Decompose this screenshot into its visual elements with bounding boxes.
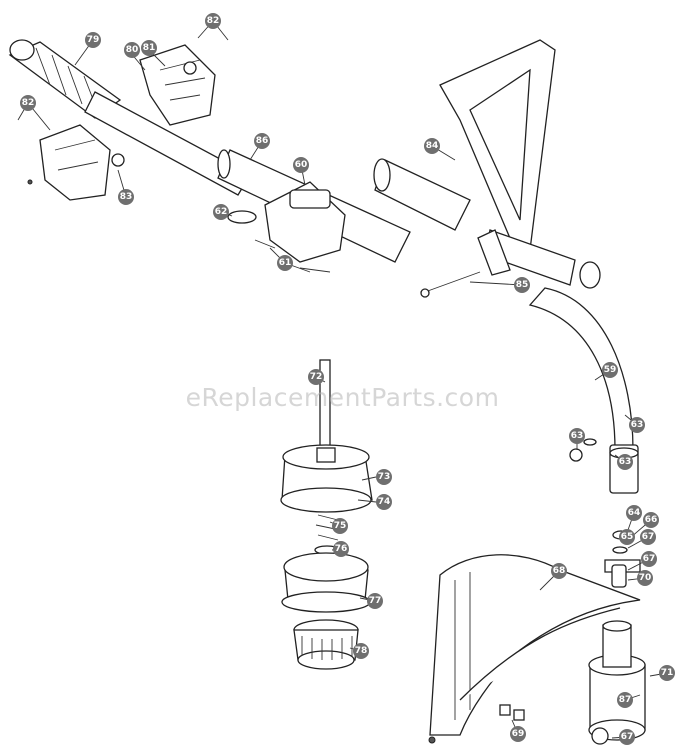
throttle-housing — [139, 44, 216, 126]
svg-text:66: 66 — [645, 515, 658, 525]
callouts: 79 80 81 82 82 83 86 60 62 61 84 85 59 6… — [20, 13, 675, 745]
svg-text:61: 61 — [279, 258, 292, 268]
svg-text:63: 63 — [631, 420, 644, 430]
callout-78: 78 — [353, 643, 369, 659]
callout-87-right: 87 — [617, 692, 633, 708]
svg-text:69: 69 — [512, 729, 525, 739]
svg-text:78: 78 — [355, 646, 368, 656]
svg-text:85: 85 — [516, 280, 529, 290]
callout-67-lower: 67 — [641, 551, 657, 567]
svg-text:65: 65 — [621, 532, 634, 542]
callout-69: 69 — [510, 726, 526, 742]
svg-text:74: 74 — [378, 497, 391, 507]
svg-text:79: 79 — [87, 35, 100, 45]
callout-63-lower: 63 — [617, 454, 633, 470]
callout-66: 66 — [643, 512, 659, 528]
svg-text:86: 86 — [256, 136, 269, 146]
callout-60: 60 — [293, 157, 309, 173]
svg-text:70: 70 — [639, 573, 652, 583]
debris-guard — [429, 554, 641, 736]
svg-text:82: 82 — [207, 16, 220, 26]
callout-76: 76 — [333, 541, 349, 557]
callout-67-bottom: 67 — [619, 729, 635, 745]
svg-text:67: 67 — [642, 532, 655, 542]
callout-85: 85 — [514, 277, 530, 293]
callout-72: 72 — [308, 369, 324, 385]
switch-housing — [27, 124, 125, 201]
svg-text:77: 77 — [369, 596, 382, 606]
svg-text:82: 82 — [22, 98, 35, 108]
callout-70: 70 — [637, 570, 653, 586]
callout-82-top: 82 — [205, 13, 221, 29]
callout-64: 64 — [626, 505, 642, 521]
callout-71: 71 — [659, 665, 675, 681]
callout-59: 59 — [602, 362, 618, 378]
svg-text:73: 73 — [378, 472, 391, 482]
callout-77: 77 — [367, 593, 383, 609]
callout-74: 74 — [376, 494, 392, 510]
svg-text:83: 83 — [120, 192, 133, 202]
callout-73: 73 — [376, 469, 392, 485]
callout-63-right: 63 — [629, 417, 645, 433]
callout-68: 68 — [551, 563, 567, 579]
svg-text:81: 81 — [143, 43, 156, 53]
callout-63-left: 63 — [569, 428, 585, 444]
callout-62: 62 — [213, 204, 229, 220]
svg-text:62: 62 — [215, 207, 228, 217]
callout-61: 61 — [277, 255, 293, 271]
callout-81: 81 — [141, 40, 157, 56]
callout-83: 83 — [118, 189, 134, 205]
shaft-clamp — [227, 181, 346, 273]
svg-text:67: 67 — [621, 732, 634, 742]
callout-75: 75 — [332, 518, 348, 534]
svg-text:87: 87 — [619, 695, 632, 705]
svg-text:71: 71 — [661, 668, 674, 678]
svg-text:72: 72 — [310, 372, 323, 382]
svg-text:67: 67 — [643, 554, 656, 564]
svg-text:68: 68 — [553, 566, 566, 576]
svg-text:84: 84 — [426, 141, 439, 151]
callout-79: 79 — [85, 32, 101, 48]
svg-text:60: 60 — [295, 160, 308, 170]
svg-text:63: 63 — [571, 431, 584, 441]
callout-65: 65 — [619, 529, 635, 545]
callout-82-left: 82 — [20, 95, 36, 111]
handle-grip — [8, 39, 251, 196]
callout-86: 86 — [254, 133, 270, 149]
trimmer-head-assembly — [280, 359, 373, 670]
loop-handle — [373, 39, 601, 298]
svg-text:63: 63 — [619, 457, 632, 467]
svg-text:80: 80 — [126, 45, 139, 55]
callout-84: 84 — [424, 138, 440, 154]
svg-text:76: 76 — [335, 544, 348, 554]
small-hardware — [428, 438, 630, 745]
svg-text:59: 59 — [604, 365, 617, 375]
callout-80: 80 — [124, 42, 140, 58]
svg-text:64: 64 — [628, 508, 641, 518]
svg-text:75: 75 — [334, 521, 347, 531]
callout-67-upper: 67 — [640, 529, 656, 545]
